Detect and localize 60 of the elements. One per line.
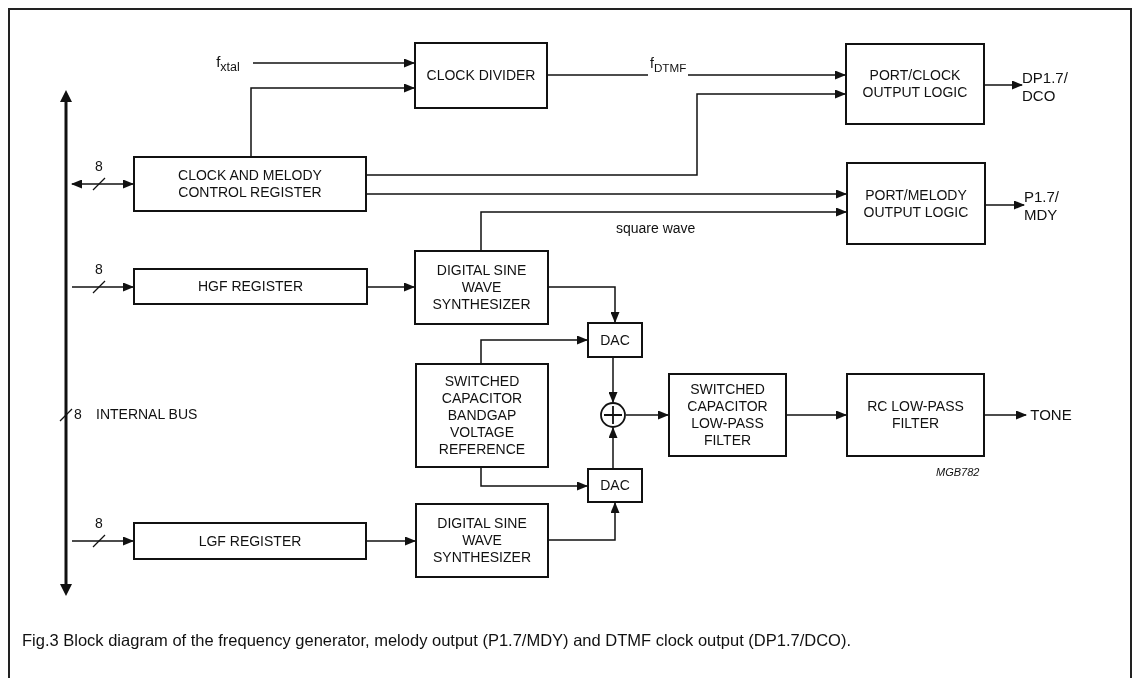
arrow <box>548 502 620 541</box>
arrow <box>252 58 415 68</box>
block-box <box>587 322 643 358</box>
arrow <box>366 189 847 199</box>
arrow <box>71 179 134 189</box>
block-box <box>133 522 367 560</box>
block-label: DIGITAL SINE WAVE SYNTHESIZER <box>431 262 532 313</box>
arrow <box>786 410 847 420</box>
block-box <box>846 373 985 457</box>
block-label: PORT/MELODY OUTPUT LOGIC <box>862 186 970 221</box>
block-label: RC LOW-PASS FILTER <box>866 398 965 432</box>
edge-label: 8 <box>93 515 105 531</box>
arrow <box>367 282 415 292</box>
block-label: HGF REGISTER <box>198 278 303 295</box>
block-label: DIGITAL SINE WAVE SYNTHESIZER <box>432 515 532 566</box>
signal-label: P1.7/ MDY <box>1024 188 1061 224</box>
block-label: PORT/CLOCK OUTPUT LOGIC <box>861 67 969 101</box>
arrow <box>366 89 846 176</box>
block-label: DAC <box>600 477 630 494</box>
figure-caption: Fig.3 Block diagram of the frequency generator, melody output (P1.7/MDY) and DTMF clock output (DP1.7/DCO). <box>22 631 852 650</box>
block-box <box>587 468 643 503</box>
block-box <box>846 162 986 245</box>
arrow <box>548 286 620 323</box>
block-label: LGF REGISTER <box>198 532 302 550</box>
arrow <box>71 282 134 292</box>
arrow <box>984 410 1027 420</box>
block-box <box>668 373 787 457</box>
arrow <box>480 467 588 491</box>
arrow <box>250 83 415 157</box>
arrow <box>984 80 1023 90</box>
block-box <box>133 268 368 305</box>
block-label: DAC <box>600 331 630 349</box>
figure-code: MGB782 <box>936 466 980 478</box>
edge-label: f$_{DTMF}$ <box>648 55 689 76</box>
signal-label: DP1.7/ DCO <box>1022 69 1069 105</box>
arrow <box>366 536 416 546</box>
arrow <box>985 200 1025 210</box>
signal-label: f$_{xtal}$ <box>216 52 240 76</box>
block-box <box>133 156 367 212</box>
arrow <box>625 410 669 420</box>
block-label: CLOCK AND MELODY CONTROL REGISTER <box>177 167 323 201</box>
arrow <box>71 536 134 546</box>
arrow <box>608 357 618 403</box>
signal-label: TONE <box>1030 406 1072 424</box>
block-box <box>414 250 549 325</box>
arrow <box>480 335 588 364</box>
block-label: SWITCHED CAPACITOR BANDGAP VOLTAGE REFERENCE <box>437 373 527 458</box>
block-box <box>415 503 549 578</box>
arrow <box>480 207 847 251</box>
block-box <box>414 42 548 109</box>
bus-width-label: 8 <box>74 406 82 422</box>
block-label: CLOCK DIVIDER <box>426 67 536 84</box>
arrow <box>608 427 618 469</box>
block-box <box>415 363 549 468</box>
block-box <box>845 43 985 125</box>
edge-label: 8 <box>93 261 105 277</box>
edge-label: 8 <box>93 158 105 174</box>
block-label: SWITCHED CAPACITOR LOW-PASS FILTER <box>686 381 769 449</box>
summing-junction <box>600 402 626 428</box>
bus-label: INTERNAL BUS <box>96 406 198 422</box>
